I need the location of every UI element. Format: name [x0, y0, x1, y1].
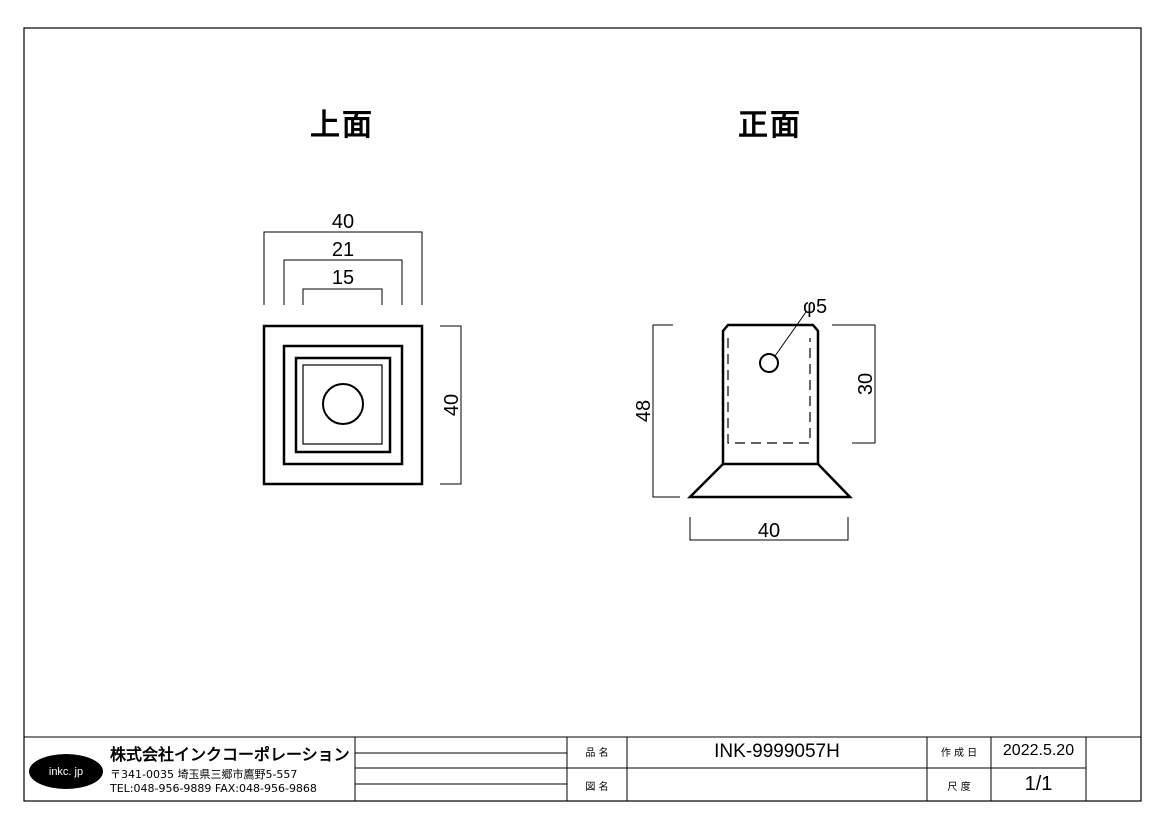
top-mid-square — [282, 344, 404, 466]
dim-top-40-label: 40 — [332, 211, 354, 233]
created-date-value: 2022.5.20 — [1002, 742, 1075, 759]
dim-top-height-label: 40 — [441, 394, 463, 416]
scale-value: 1/1 — [1024, 773, 1053, 795]
front-base-trapezoid — [686, 462, 853, 499]
top-hole-circle — [322, 383, 364, 425]
title-block — [24, 736, 1141, 801]
dim-top-21-label: 21 — [332, 239, 354, 261]
top-inner-edge — [302, 364, 383, 445]
top-outer-square — [262, 324, 424, 486]
dim-top-15-label: 15 — [332, 267, 354, 289]
drawing-name-label: 図 名 — [585, 782, 609, 793]
dim-front-48-label: 48 — [633, 400, 655, 422]
front-view-title: 正面 — [738, 108, 802, 143]
dim-top-height-line — [440, 325, 462, 485]
part-no-label: 品 名 — [585, 748, 609, 759]
dim-top-40-line — [263, 231, 423, 305]
hole-diameter-label: φ5 — [803, 296, 827, 318]
hole-leader-line — [774, 311, 807, 357]
dim-top-21-line — [283, 259, 403, 305]
company-logo: inkc. jp — [29, 754, 103, 789]
company-contact: TEL:048-956-9889 FAX:048-956-9868 — [110, 782, 317, 795]
created-date-label: 作 成 日 — [940, 748, 978, 759]
front-view — [652, 311, 876, 541]
scale-label: 尺 度 — [947, 782, 971, 793]
sheet-border — [23, 27, 1142, 802]
dim-front-48-line — [652, 324, 680, 498]
dim-front-40-line — [689, 517, 849, 541]
dim-front-30-line — [832, 324, 876, 444]
front-hole-circle — [759, 353, 779, 373]
company-address: 〒341-0035 埼玉県三郷市鷹野5-557 — [110, 768, 298, 781]
front-post-outline — [721, 323, 820, 464]
company-name: 株式会社インクコーポレーション — [110, 745, 350, 764]
front-hidden-slot — [727, 338, 811, 444]
dim-front-30-label: 30 — [855, 373, 877, 395]
top-inner-square — [294, 356, 392, 454]
logo-text: inkc. jp — [48, 765, 84, 778]
dim-front-40-label: 40 — [758, 520, 780, 542]
part-no-value: INK-9999057H — [714, 741, 840, 762]
top-view — [262, 231, 462, 486]
dim-top-15-line — [302, 288, 383, 305]
top-view-title: 上面 — [310, 108, 374, 143]
